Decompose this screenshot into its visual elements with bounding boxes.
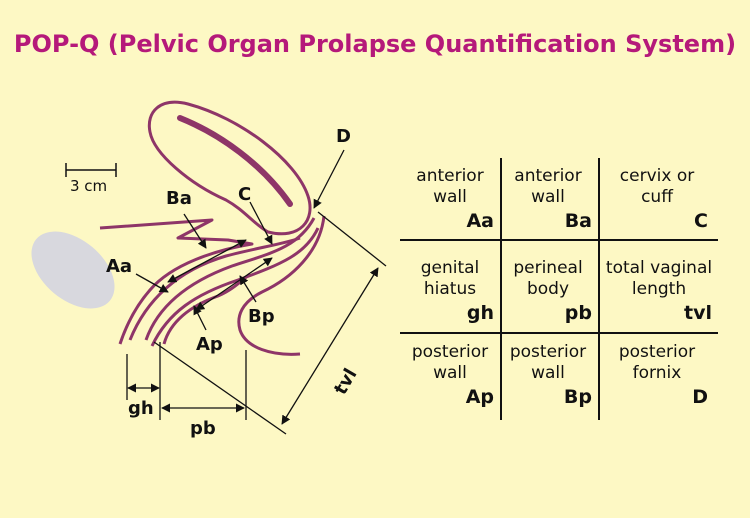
- vaginal-posterior-wall: [144, 217, 316, 341]
- cell-desc-2: body: [526, 279, 570, 299]
- cell-desc-1: anterior: [514, 166, 582, 186]
- cell-code: tvl: [684, 302, 712, 324]
- cell-code: Ba: [564, 210, 592, 232]
- grid-cell-bp: posterior wall Bp: [500, 334, 596, 412]
- label-tvl: tvl: [330, 365, 361, 398]
- grid-cell-aa: anterior wall Aa: [402, 158, 498, 236]
- ap-pointer: [193, 305, 207, 331]
- cell-code: Aa: [466, 210, 494, 232]
- cell-desc-1: perineal: [513, 258, 583, 278]
- label-aa: Aa: [106, 256, 132, 277]
- grid-cell-tvl: total vaginal length tvl: [602, 250, 716, 328]
- uterus-outline: [147, 100, 312, 236]
- grid-cell-ap: posterior wall Ap: [402, 334, 498, 412]
- label-ba: Ba: [166, 188, 192, 209]
- cell-desc-1: posterior: [509, 342, 587, 362]
- cell-code: pb: [564, 302, 592, 324]
- grid-cell-ba: anterior wall Ba: [500, 158, 596, 236]
- cell-desc-2: wall: [531, 363, 565, 383]
- grid-cell-d: posterior fornix D: [602, 334, 712, 412]
- page-title: POP-Q (Pelvic Organ Prolapse Quantificat…: [13, 30, 737, 58]
- cell-desc-2: wall: [531, 187, 565, 207]
- tvl-arrow: [281, 267, 379, 425]
- cell-desc-1: total vaginal: [605, 258, 713, 278]
- ba-pointer: [183, 213, 207, 249]
- tvl-ext-top: [317, 211, 387, 267]
- label-gh: gh: [128, 398, 154, 419]
- grid-line-h1: [400, 239, 718, 241]
- label-bp: Bp: [248, 306, 275, 327]
- grid-cell-pb: perineal body pb: [500, 250, 596, 328]
- pubic-bone-shape: [31, 231, 115, 309]
- label-ap: Ap: [196, 334, 223, 355]
- grid-line-v1: [500, 158, 502, 420]
- label-pb: pb: [190, 418, 216, 439]
- grid-line-v2: [598, 158, 600, 420]
- cell-desc-2: fornix: [632, 363, 682, 383]
- grid-cell-gh: genital hiatus gh: [402, 250, 498, 328]
- cell-desc-2: cuff: [641, 187, 673, 207]
- cell-desc-1: posterior: [618, 342, 696, 362]
- cell-desc-1: genital: [420, 258, 480, 278]
- cell-desc-1: cervix or: [619, 166, 695, 186]
- scale-label: 3 cm: [70, 177, 107, 195]
- uterine-cavity: [177, 115, 293, 207]
- aa-pointer: [135, 273, 169, 293]
- c-arrow: [249, 201, 273, 245]
- cell-code: gh: [466, 302, 494, 324]
- grid-line-h2: [400, 332, 718, 334]
- cell-code: Bp: [563, 386, 592, 408]
- ap-bp-arrow: [195, 257, 273, 311]
- cell-code: C: [694, 210, 708, 232]
- cell-code: D: [692, 386, 708, 408]
- d-arrow: [313, 149, 345, 209]
- cell-desc-2: wall: [433, 187, 467, 207]
- cell-desc-1: anterior: [416, 166, 484, 186]
- cell-desc-2: hiatus: [423, 279, 477, 299]
- bp-pointer: [239, 275, 257, 303]
- label-d: D: [336, 126, 351, 147]
- cell-code: Ap: [465, 386, 494, 408]
- cell-desc-2: length: [631, 279, 687, 299]
- tvl-ext-bottom: [153, 341, 287, 435]
- cell-desc-1: posterior: [411, 342, 489, 362]
- label-c: C: [238, 184, 251, 205]
- grid-cell-c: cervix or cuff C: [602, 158, 712, 236]
- scale-bar: [65, 163, 117, 177]
- cell-desc-2: wall: [433, 363, 467, 383]
